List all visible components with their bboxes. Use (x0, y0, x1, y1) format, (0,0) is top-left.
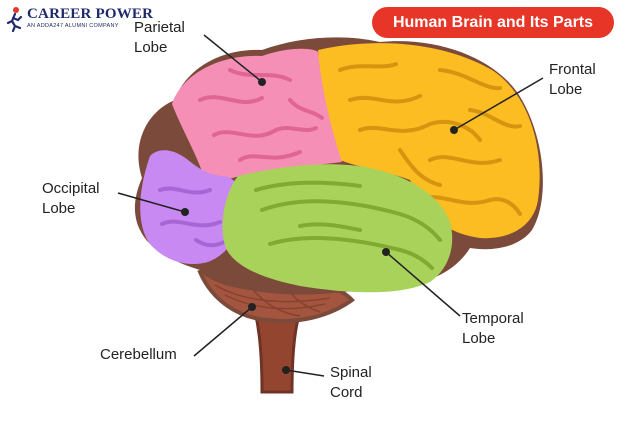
cerebellum-label-line1: Cerebellum (100, 346, 177, 363)
frontal-label-line1: Frontal (549, 61, 596, 78)
frontal-pointer (453, 77, 544, 131)
parietal-label-line1: Parietal (134, 19, 185, 36)
runner-icon (6, 7, 23, 32)
brand-name: CAREER POWER (27, 6, 154, 22)
brand-tagline: AN ADDA247 ALUMNI COMPANY (27, 23, 119, 29)
spinal-cord-pointer (285, 369, 325, 377)
career-power-logo: CAREER POWER AN ADDA247 ALUMNI COMPANY (6, 6, 153, 32)
occipital-lobe-region (140, 150, 243, 264)
temporal-lobe-label: Temporal Lobe (462, 309, 524, 349)
cerebellum-pointer (193, 306, 253, 357)
spinal-cord-pointer-dot (282, 366, 290, 374)
temporal-pointer-dot (382, 248, 390, 256)
spinal-cord-label-line1: Spinal (330, 364, 372, 381)
occipital-lobe-label: Occipital Lobe (42, 179, 100, 219)
frontal-pointer-dot (450, 126, 458, 134)
occipital-label-line2: Lobe (42, 200, 76, 217)
title-badge: Human Brain and Its Parts (372, 7, 614, 38)
temporal-pointer (385, 251, 461, 317)
frontal-lobe-label: Frontal Lobe (549, 60, 596, 100)
occipital-label-line1: Occipital (42, 180, 100, 197)
temporal-label-line1: Temporal (462, 310, 524, 327)
occipital-pointer-dot (181, 208, 189, 216)
spinal-cord-label: Spinal Cord (330, 363, 372, 403)
parietal-pointer (203, 34, 263, 83)
occipital-pointer (117, 192, 186, 213)
parietal-lobe-label: Parietal Lobe (134, 18, 185, 58)
cerebellum-label: Cerebellum (100, 345, 177, 365)
cerebellum-pointer-dot (248, 303, 256, 311)
parietal-pointer-dot (258, 78, 266, 86)
parietal-label-line2: Lobe (134, 39, 168, 56)
diagram-title: Human Brain and Its Parts (392, 13, 594, 31)
frontal-lobe-region (318, 43, 540, 239)
frontal-label-line2: Lobe (549, 81, 583, 98)
temporal-label-line2: Lobe (462, 330, 496, 347)
spinal-cord-label-line2: Cord (330, 384, 363, 401)
